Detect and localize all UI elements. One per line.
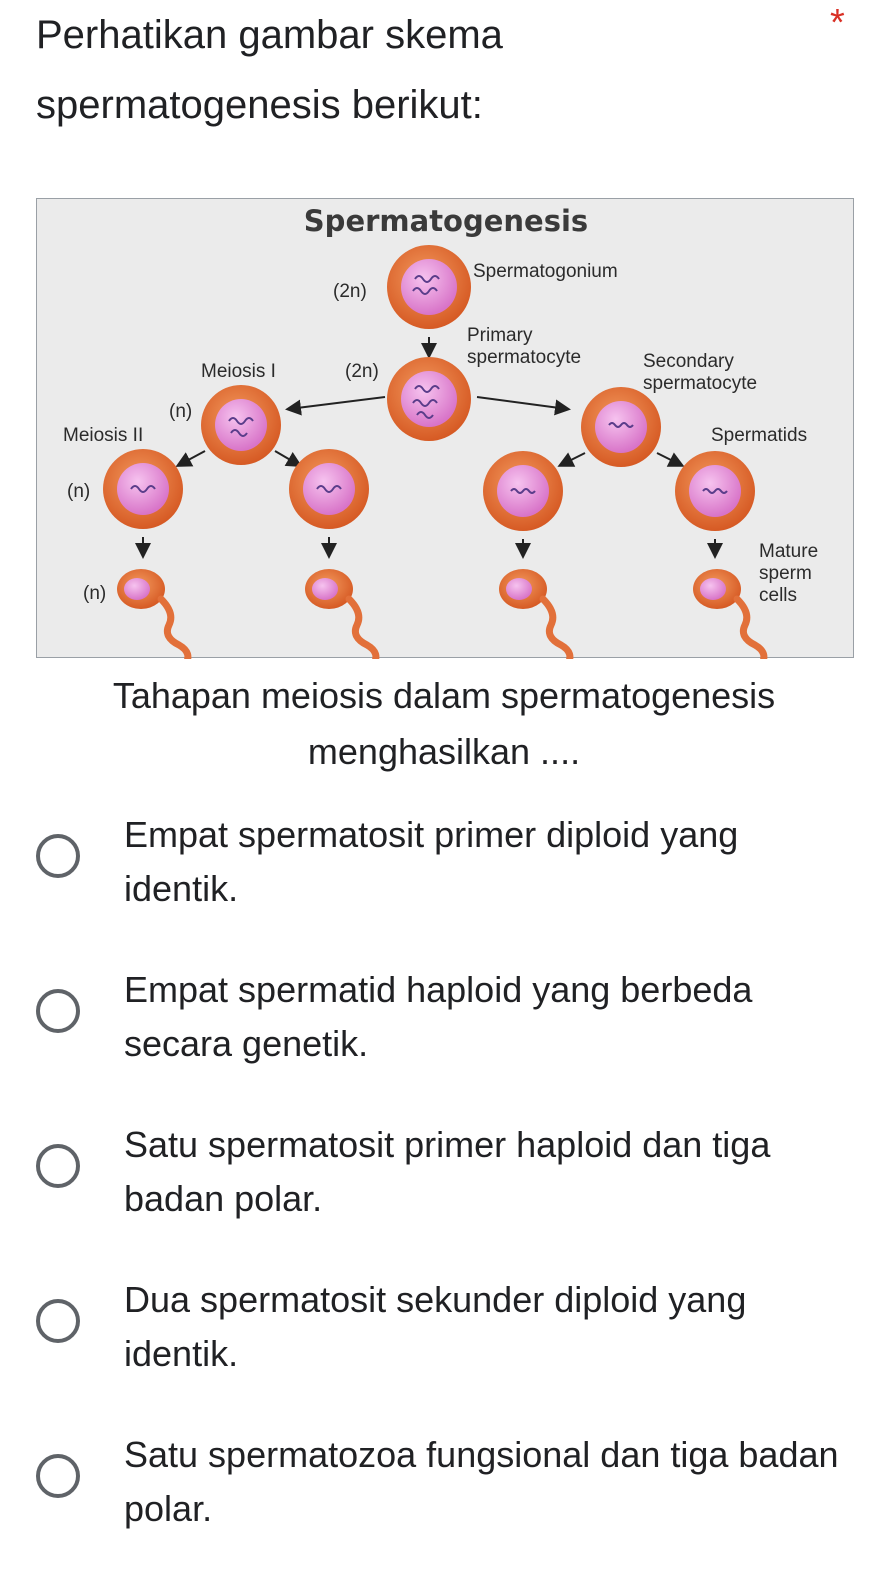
radio-button-5[interactable]: [36, 1454, 80, 1498]
spermatid-1: [103, 449, 183, 529]
question-prompt: Tahapan meiosis dalam spermatogenesis me…: [112, 675, 776, 772]
option-1-label[interactable]: Empat spermatosit primer diploid yang id…: [124, 814, 739, 909]
arrow-ll: [175, 450, 206, 467]
arrow-rl: [557, 452, 586, 467]
mature-sperm-3: [499, 569, 574, 659]
radio-button-2[interactable]: [36, 989, 80, 1033]
radio-button-3[interactable]: [36, 1144, 80, 1188]
arrow-lr: [274, 450, 303, 468]
required-asterisk: *: [830, 2, 845, 44]
option-5-label[interactable]: Satu spermatozoa fungsional dan tiga bad…: [124, 1434, 839, 1529]
spermatid-3: [483, 451, 563, 531]
spermatogenesis-diagram: Spermatogenesis (2n) Spermatogonium (2n)…: [36, 198, 854, 659]
mature-sperm-4: [693, 569, 768, 659]
label-meiosis-1: Meiosis I: [201, 361, 276, 382]
figure-title: Spermatogenesis: [304, 204, 588, 238]
label-2n-primary: (2n): [345, 361, 379, 382]
arrow-right: [476, 396, 571, 416]
label-n-mature: (n): [83, 583, 106, 604]
mature-sperm-2: [305, 569, 380, 659]
option-3-label[interactable]: Satu spermatosit primer haploid dan tiga…: [124, 1124, 771, 1219]
label-mature-3: cells: [759, 585, 797, 606]
option-4[interactable]: Dua spermatosit sekunder diploid yang id…: [0, 1273, 878, 1393]
secondary-spermatocyte-left: [201, 385, 281, 465]
label-2n-spermatogonium: (2n): [333, 281, 367, 302]
mature-sperm-1: [117, 569, 192, 659]
arrow-left: [285, 396, 386, 416]
question-title: Perhatikan gambar skema spermatogenesis …: [36, 13, 503, 127]
label-primary-2: spermatocyte: [467, 347, 581, 368]
spermatid-4: [675, 451, 755, 531]
spermatogonium-cell: [387, 245, 471, 329]
arrow-rr: [656, 452, 685, 467]
label-spermatogonium: Spermatogonium: [473, 261, 618, 282]
label-secondary-2: spermatocyte: [643, 373, 757, 394]
radio-button-1[interactable]: [36, 834, 80, 878]
option-3[interactable]: Satu spermatosit primer haploid dan tiga…: [0, 1118, 878, 1238]
option-2-label[interactable]: Empat spermatid haploid yang berbeda sec…: [124, 969, 753, 1064]
label-n-spermatid: (n): [67, 481, 90, 502]
option-2[interactable]: Empat spermatid haploid yang berbeda sec…: [0, 963, 878, 1083]
spermatid-2: [289, 449, 369, 529]
label-spermatids: Spermatids: [711, 425, 807, 446]
label-secondary-1: Secondary: [643, 351, 734, 372]
option-1[interactable]: Empat spermatosit primer diploid yang id…: [0, 808, 878, 928]
label-meiosis-2: Meiosis II: [63, 425, 143, 446]
option-4-label[interactable]: Dua spermatosit sekunder diploid yang id…: [124, 1279, 747, 1374]
secondary-spermatocyte-right: [581, 387, 661, 467]
radio-button-4[interactable]: [36, 1299, 80, 1343]
label-n-secondary: (n): [169, 401, 192, 422]
primary-spermatocyte-cell: [387, 357, 471, 441]
option-5[interactable]: Satu spermatozoa fungsional dan tiga bad…: [0, 1428, 878, 1548]
label-primary-1: Primary: [467, 325, 533, 346]
label-mature-2: sperm: [759, 563, 812, 584]
label-mature-1: Mature: [759, 541, 818, 562]
